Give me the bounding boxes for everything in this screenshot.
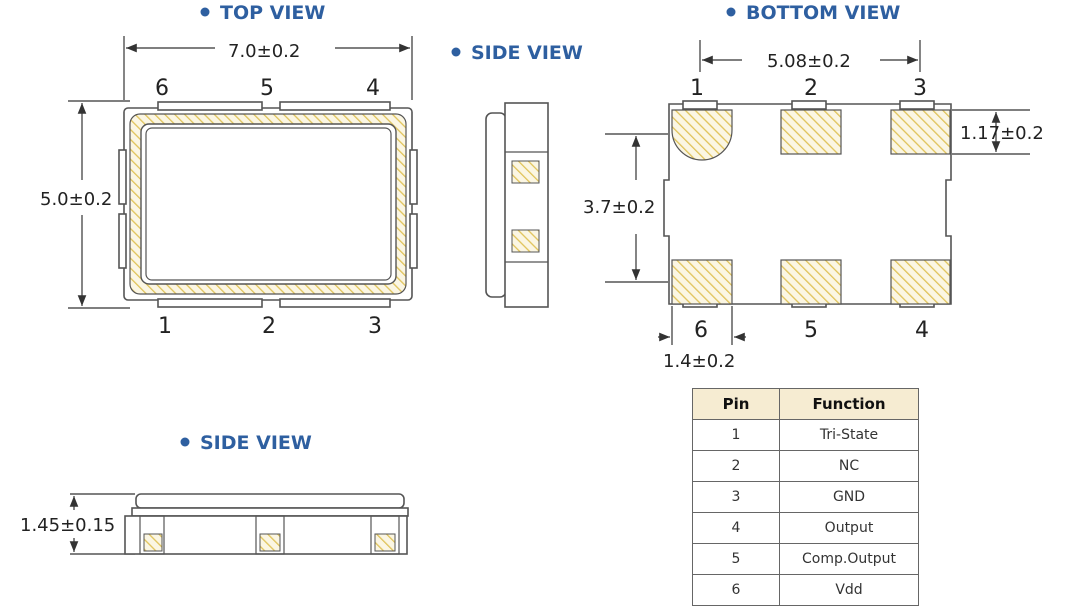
bullet-icon <box>180 437 190 447</box>
pad-6 <box>671 259 733 305</box>
top-view: TOP VIEW 7.0±0.2 5.0±0.2 6 <box>40 2 418 339</box>
function-cell: GND <box>779 481 919 513</box>
pad-4 <box>890 259 951 305</box>
pin-label-top: 5 <box>260 76 274 101</box>
header-pin: Pin <box>692 388 780 420</box>
pad-height-dimension: 1.17±0.2 <box>960 123 1044 144</box>
pin-label-bottom: 2 <box>262 314 276 339</box>
pin-label-top: 1 <box>690 76 704 101</box>
bullet-icon <box>451 47 461 57</box>
package-side <box>124 493 409 555</box>
length-dimension: 7.0±0.2 <box>228 41 300 62</box>
bottom-view: BOTTOM VIEW 5.08±0.2 1 2 3 6 5 4 <box>583 2 1044 372</box>
pad-3 <box>890 109 951 155</box>
pin-label-bottom: 4 <box>915 318 929 343</box>
pad-pitch-dimension: 5.08±0.2 <box>767 51 851 72</box>
function-cell: Tri-State <box>779 419 919 451</box>
pin-label-bottom: 3 <box>368 314 382 339</box>
package-bottom <box>663 100 952 308</box>
pad-5 <box>780 259 842 305</box>
pad-row-spacing-dimension: 3.7±0.2 <box>583 197 655 218</box>
side-view-bottom: SIDE VIEW 1.45±0.15 <box>20 432 409 555</box>
pad-2 <box>780 109 842 155</box>
function-cell: NC <box>779 450 919 482</box>
side-view-title: SIDE VIEW <box>200 432 312 454</box>
top-view-title: TOP VIEW <box>220 2 325 24</box>
bullet-icon <box>200 7 210 17</box>
pin-cell: 1 <box>692 419 780 451</box>
pin-label-bottom: 5 <box>804 318 818 343</box>
pad-width-dimension: 1.4±0.2 <box>663 351 735 372</box>
pin-label-top: 2 <box>804 76 818 101</box>
function-cell: Vdd <box>779 574 919 606</box>
pin-label-top: 3 <box>913 76 927 101</box>
side-view-right: SIDE VIEW <box>451 42 583 308</box>
package-top <box>118 101 418 308</box>
pin-cell: 5 <box>692 543 780 575</box>
header-function: Function <box>779 388 919 420</box>
side-view-title: SIDE VIEW <box>471 42 583 64</box>
pad-1 <box>671 109 733 161</box>
table-header-row: Pin Function <box>692 388 919 420</box>
pin-cell: 4 <box>692 512 780 544</box>
pin-cell: 6 <box>692 574 780 606</box>
pin-label-top: 4 <box>366 76 380 101</box>
pin-cell: 2 <box>692 450 780 482</box>
pin-label-top: 6 <box>155 76 169 101</box>
width-dimension: 5.0±0.2 <box>40 189 112 210</box>
pin-label-bottom: 6 <box>694 318 708 343</box>
bullet-icon <box>726 7 736 17</box>
thickness-dimension: 1.45±0.15 <box>20 515 115 536</box>
pin-cell: 3 <box>692 481 780 513</box>
function-cell: Output <box>779 512 919 544</box>
function-cell: Comp.Output <box>779 543 919 575</box>
bottom-view-title: BOTTOM VIEW <box>746 2 900 24</box>
pin-label-bottom: 1 <box>158 314 172 339</box>
